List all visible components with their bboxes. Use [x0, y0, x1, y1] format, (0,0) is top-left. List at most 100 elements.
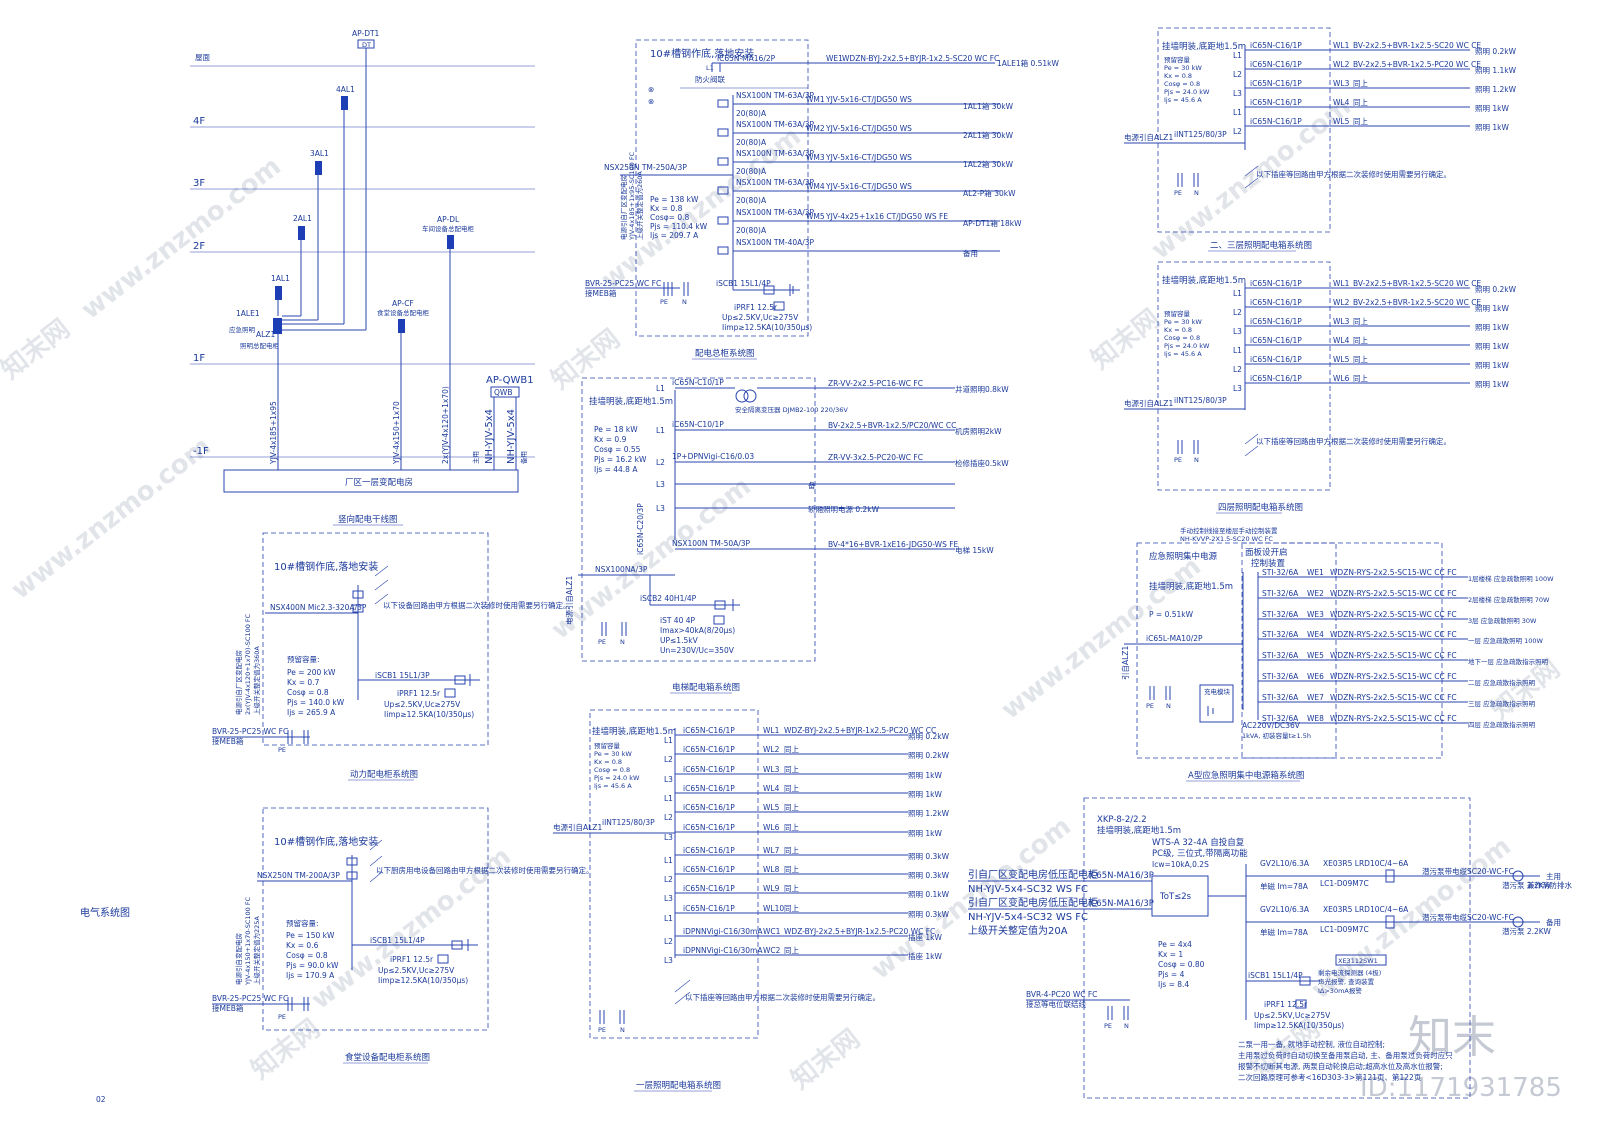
circuit-load: 2AL1箱 30kW — [963, 130, 1014, 140]
phase-label: L2 — [1233, 70, 1242, 79]
incoming-breaker: iINT125/80/3P — [602, 818, 655, 827]
transformer-label: 安全隔离变压器 DJMB2-100 220/36V — [735, 405, 848, 414]
circuit-breaker: iDPNNVigi-C16/30mA — [683, 927, 763, 936]
circuit-breaker: iC65N-C16/1P — [683, 745, 735, 754]
riser-box-note: 照明总配电柜 — [240, 341, 280, 350]
calc-line: Kx = 0.8 — [1164, 326, 1192, 334]
ground-mark: N — [1194, 189, 1199, 197]
circuit-id: WL9 — [763, 884, 780, 893]
panel-heading: 挂墙明装,底距地1.5m — [1162, 275, 1246, 286]
watermark-text: 知末网 — [246, 1014, 326, 1086]
calc-line: Pe = 30 kW — [594, 750, 632, 758]
phase-label: L1 — [664, 736, 673, 745]
meter-icon: ⊗ — [648, 85, 654, 94]
feed-note: 电源引自变配电房 — [234, 933, 243, 985]
sheet-title: 电气系统图 — [80, 906, 130, 919]
circuit-breaker: iDPNNVigi-C16/30mA — [683, 946, 763, 955]
battery-label: 充电模块 — [1204, 687, 1231, 696]
feed-note: 电源引自ALZ1 — [564, 576, 574, 625]
phase-label: L2 — [1233, 308, 1242, 317]
page-number: 02 — [96, 1095, 106, 1104]
calc-line: Kx = 0.8 — [1164, 72, 1192, 80]
phase-label: L3 — [664, 775, 673, 784]
floor-label: -1F — [193, 446, 209, 457]
circuit-id: WL1 — [1333, 279, 1350, 288]
circuit-cable: BV-4*16+BVR-1xE16-JDG50-WS FE — [828, 540, 959, 549]
circuit-breaker: iC65N-C16/1P — [1250, 336, 1302, 345]
circuit-cable: ZR-VV-3x2.5-PC20-WC FC — [828, 453, 923, 462]
circuit-breaker: NSX100N TM-40A/3P — [736, 238, 815, 247]
circuit-load: 3层 应急疏散照明 30W — [1468, 616, 1537, 625]
main-panel: 10#槽钢作底,落地安装 iC65N-MA16/2P 防火阀联 L1 WE1 W… — [585, 39, 1060, 360]
phase-label: L2 — [664, 937, 673, 946]
incoming-cable: NH-YJV-5x4-SC32 WS FC — [968, 912, 1088, 923]
riser-box — [273, 318, 282, 334]
circuit-id: WL3 — [763, 765, 780, 774]
spd-icon — [713, 615, 725, 625]
motor-breaker: GV2L10/6.3A — [1260, 905, 1310, 914]
pump-note: 二次回路原理可参考<16D303-3>第121页、第122页 — [1238, 1072, 1422, 1082]
circuit-id: WL6 — [1333, 374, 1350, 383]
spd-label: iSCB1 15L1/4P — [1248, 971, 1303, 980]
phase-label: L2 — [1233, 127, 1242, 136]
circuit-load: 机房照明2kW — [955, 426, 1002, 436]
feed-note: YJV-4x150+1x70-SC100 FC — [244, 896, 252, 986]
circuit-breaker: iC65N-C16/1P — [683, 904, 735, 913]
circuit-load: 照明 0.3kW — [908, 871, 950, 880]
circuit-cable: YJV-5x16-CT/JDG50 WS — [825, 95, 912, 104]
riser-cable-note: 备用 — [519, 451, 528, 464]
motor-icon — [1512, 870, 1524, 882]
riser-box-label: 2AL1 — [293, 214, 312, 223]
circuit-cable: YJV-5x16-CT/JDG50 WS — [825, 124, 912, 133]
circuit-cable: WDZN-RYS-2x2.5-SC15-WC CC FC — [1330, 589, 1457, 598]
watermark-text: 知末网 — [786, 1024, 866, 1096]
transformer-icon — [743, 389, 757, 403]
calc-line: Pe = 4x4 — [1158, 940, 1192, 949]
incoming-breaker: iC65N-MA16/3P — [1088, 899, 1154, 909]
circuit-breaker: STI-32/6A — [1262, 651, 1299, 660]
spd-label: Imax>40kA(8/20μs) — [660, 626, 735, 635]
panel-heading: 应急照明集中电源 — [1149, 551, 1218, 562]
calc-line: Ijs = 8.4 — [1158, 980, 1189, 989]
riser-cable-label: NH-YJV-5x4 — [506, 409, 517, 464]
substation-box — [223, 469, 519, 493]
transformer-label: AC220V/DC36V — [1242, 721, 1301, 730]
leak-label: XE3112SW1 — [1338, 957, 1378, 965]
motor-label: 单磁 Im=78A — [1260, 927, 1309, 937]
riser-box-label: AP-CF — [392, 299, 414, 308]
circuit-setting: 20(80)A — [736, 167, 767, 176]
riser-box-label: AP-QWB1 — [486, 375, 534, 386]
pump-note: 兼作消防排水 — [1527, 880, 1572, 890]
circuit-load: 2层楼梯 应急疏散照明 70W — [1468, 595, 1550, 604]
ats-label: WTS-A 32-4A 自投自复 — [1152, 837, 1245, 848]
circuit-id: WL3 — [1333, 79, 1350, 88]
circuit-load: 照明 1kW — [1475, 104, 1509, 113]
ground-label: BVR-4-PC20 WC FC — [1026, 990, 1097, 999]
ground-label: 接总等电位联结线 — [1026, 999, 1086, 1009]
diagram-caption: 二、三层照明配电箱系统图 — [1210, 240, 1312, 251]
circuit-id: WE7 — [1307, 693, 1324, 702]
circuit-cable: WDZN-RYS-2x2.5-SC15-WC CC FC — [1330, 610, 1457, 619]
circuit-cable: WDZN-RYS-2x2.5-SC15-WC CC FC — [1330, 693, 1457, 702]
circuit-id: WL3 — [1333, 317, 1350, 326]
diagram-caption: 竖向配电干线图 — [338, 514, 398, 525]
calc-line: Pe = 200 kW — [287, 668, 336, 677]
ground-mark: N — [1124, 1022, 1129, 1030]
phase-label: L3 — [656, 480, 665, 489]
calc-line: Ijs = 44.8 A — [594, 465, 638, 474]
emergency-panel: 手动控制线接至楼层手动控制装置 NH-KVVP-2X1.5-SC20 WC FC… — [1120, 526, 1554, 782]
circuit-breaker: iC65N-C16/1P — [1250, 79, 1302, 88]
motor-cable: 潜污泵带电缆SC20-WC-FC — [1422, 866, 1514, 876]
circuit-cable: WDZ-BYJ-2x2.5+BYJR-1x2.5-PC20 WC CC — [784, 726, 936, 735]
floor-label: 2F — [193, 241, 205, 252]
watermark-logo: 知末 — [1408, 1012, 1496, 1063]
incoming-breaker: iC65N-MA16/2P — [717, 54, 776, 63]
riser-box-note: QWB — [494, 388, 512, 397]
panel-note: 防火阀联 — [695, 74, 725, 84]
panel-heading: 10#槽钢作底,落地安装 — [650, 47, 754, 60]
ats-switch-label: ToT≤2s — [1159, 892, 1192, 902]
spd-label: Up≤2.5KV,Uc≥275V — [384, 700, 461, 709]
floor-label: 3F — [193, 178, 205, 189]
circuit-breaker: STI-32/6A — [1262, 610, 1299, 619]
circuit-breaker: iC65N-C16/1P — [1250, 60, 1302, 69]
